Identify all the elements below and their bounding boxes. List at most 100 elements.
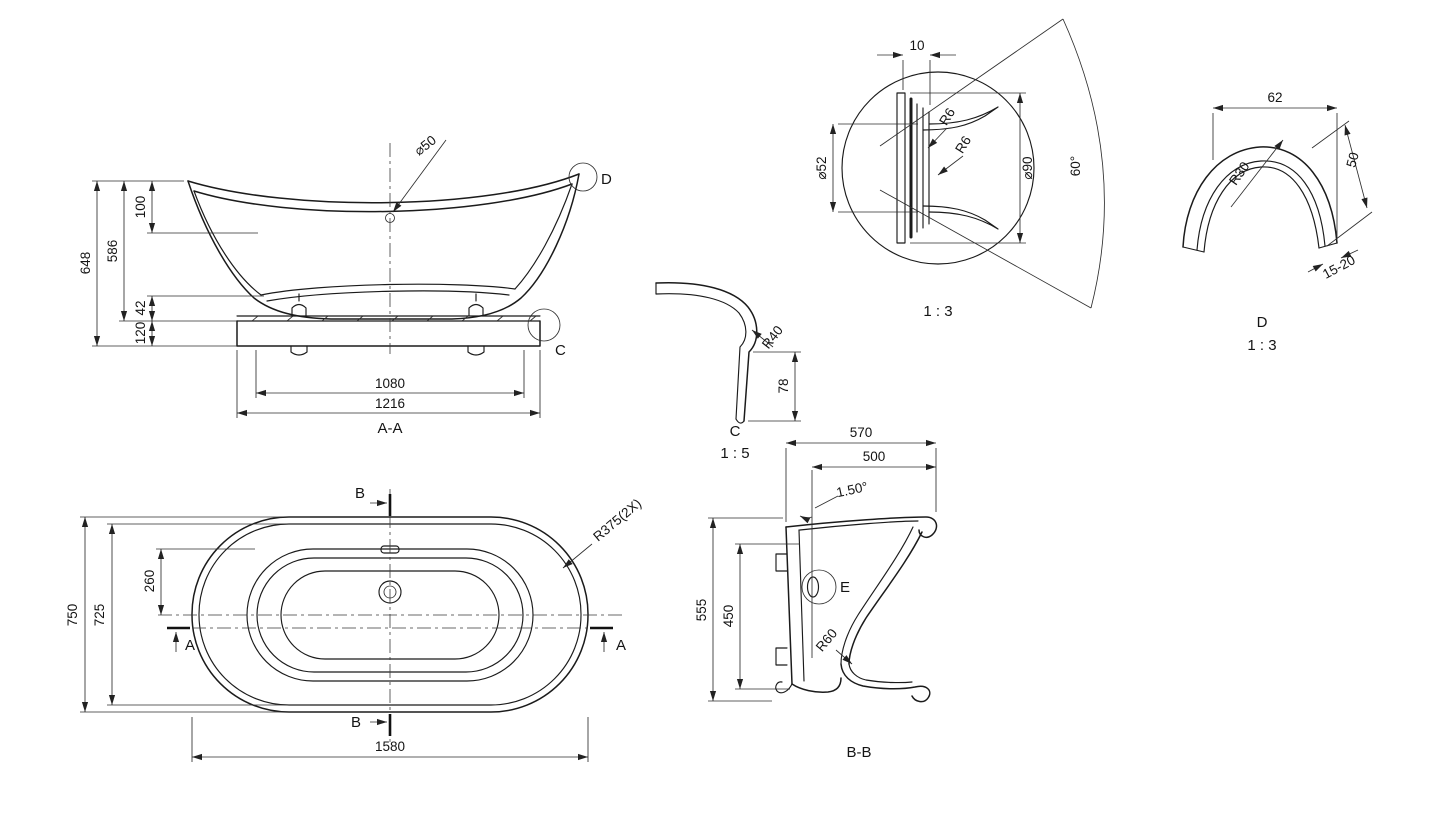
- detail-c-scale-label: 1 : 5: [720, 445, 749, 462]
- plinth-outline: [236, 320, 541, 347]
- detail-d-height-label: 50: [1343, 151, 1361, 169]
- detail-c-title: C: [730, 423, 741, 440]
- bb-bottom-right-inner: [848, 663, 913, 684]
- bb-height-label: 555: [694, 599, 709, 622]
- lip-extension-lines: [902, 60, 931, 105]
- detail-d-scale-label: 1 : 3: [1247, 337, 1276, 354]
- extension-lines-left: [92, 180, 264, 347]
- rim-arch-inner-1: [1196, 160, 1326, 251]
- bb-inner-top-width-label: 500: [863, 449, 886, 464]
- plan-view: 1580 750 725 260 R375(2X) A A B B: [65, 485, 644, 762]
- cone-angle-arc: [1062, 18, 1105, 309]
- bb-height-extension-lines: [708, 517, 783, 702]
- inner-base-width-label: 1080: [375, 376, 405, 391]
- height-extension-lines: [1311, 120, 1373, 247]
- foot-left: [290, 345, 308, 356]
- radius-leader: [1230, 139, 1284, 208]
- tub-body-outline: [187, 173, 580, 320]
- bb-overflow-hole: [806, 576, 820, 598]
- cone-angle-line-lower: [879, 189, 1092, 309]
- detail-d-title: D: [1257, 314, 1268, 331]
- center-offset-label: 260: [142, 570, 157, 593]
- detail-c-height-label: 78: [776, 378, 791, 393]
- corner-radius-leader: [562, 543, 593, 569]
- total-height-label: 648: [78, 252, 93, 275]
- foot-right: [467, 345, 485, 356]
- bb-top-width-label: 570: [850, 425, 873, 440]
- bb-far-wall-inner: [840, 526, 914, 665]
- plinth-height-label: 120: [133, 322, 148, 345]
- detail-e-circle: [801, 569, 837, 605]
- rim-depth-label: 100: [133, 196, 148, 219]
- tub-rim-outer-line: [187, 173, 580, 204]
- bb-far-wall-outer: [848, 531, 923, 665]
- fillet-leader-2: [937, 155, 964, 176]
- tub-bowl-bottom-line-1: [260, 283, 516, 296]
- drain-leader-line: [392, 139, 447, 213]
- section-a-label-left: A: [185, 637, 195, 654]
- width-extension-lines: [1212, 113, 1338, 238]
- inner-width-extension-lines: [107, 523, 310, 706]
- bb-view-title: B-B: [846, 744, 871, 761]
- bb-bottom-right-foot: [840, 663, 931, 703]
- bb-inner-height-extension-lines: [735, 543, 800, 690]
- front-view-title: A-A: [377, 420, 402, 437]
- base-plate-hatching: [251, 315, 537, 322]
- drain-detail-view: 10 ⌀52 ⌀90 R6 R6 60° 1 : 3: [814, 18, 1105, 320]
- detail-d-circle: [568, 162, 598, 192]
- bb-top-width-extension-lines: [785, 448, 937, 522]
- section-a-label-right: A: [616, 637, 626, 654]
- detail-d-width-label: 62: [1267, 90, 1282, 105]
- rim-arch-inner-2: [1203, 166, 1320, 253]
- detail-d-ref-label: D: [601, 171, 612, 188]
- cone-angle-line-upper: [879, 18, 1064, 147]
- skirt-inner-profile: [655, 293, 747, 420]
- bb-mount-tabs: [775, 553, 788, 666]
- width-extension-lines-plan: [80, 516, 310, 713]
- bb-wall-angle-label: 1.50°: [835, 479, 869, 500]
- tub-wall-inner-right: [514, 183, 573, 290]
- body-height-label: 586: [105, 240, 120, 263]
- detail-c-circle: [527, 308, 561, 342]
- thickness-arrow-1: [1307, 263, 1324, 273]
- skirt-radius-leader: [751, 329, 774, 348]
- bb-rim-inner: [799, 520, 919, 531]
- tub-wall-inner-left: [193, 190, 262, 296]
- bb-left-foot-curl: [775, 681, 793, 694]
- extension-lines-bottom: [236, 350, 541, 418]
- section-b-label-bottom: B: [351, 714, 361, 731]
- bb-radius-leader: [835, 649, 853, 665]
- bb-left-wall-inner: [798, 529, 805, 682]
- section-b-label-top: B: [355, 485, 365, 502]
- detail-c-ref-label: C: [555, 342, 566, 359]
- outer-dia-label: ⌀90: [1020, 156, 1035, 179]
- bb-left-wall-outer: [785, 526, 793, 685]
- detail-e-ref-label: E: [840, 579, 850, 596]
- base-width-label: 1216: [375, 396, 405, 411]
- detail-boundary-circle: [841, 71, 1035, 265]
- skirt-outer-profile: [655, 281, 758, 422]
- rim-arch-outer: [1182, 146, 1338, 248]
- tub-bowl-bottom-line-2: [266, 290, 510, 302]
- bottom-gap-label: 42: [133, 300, 148, 315]
- thickness-arrow-2: [1340, 249, 1359, 259]
- drain-detail-scale-label: 1 : 3: [923, 303, 952, 320]
- width-750-label: 750: [65, 604, 80, 627]
- skirt-end-caps: [655, 282, 745, 424]
- outer-dia-extension-lines: [910, 92, 1026, 244]
- clamp-left: [291, 293, 307, 317]
- fillet-leader-1: [927, 127, 948, 149]
- drain-flange-face: [896, 92, 906, 244]
- detail-c-view: R40 78 C 1 : 5: [655, 281, 801, 462]
- bb-inner-height-label: 450: [721, 605, 736, 628]
- dim-height: [1344, 124, 1368, 209]
- bb-bottom-left: [791, 677, 842, 693]
- bb-rim-top: [785, 516, 938, 538]
- bb-angle-leader: [814, 495, 839, 509]
- cone-angle-label: 60°: [1068, 156, 1083, 176]
- length-label: 1580: [375, 739, 405, 754]
- drain-bore-cone: [922, 106, 999, 230]
- bb-angle-arc: [799, 515, 813, 524]
